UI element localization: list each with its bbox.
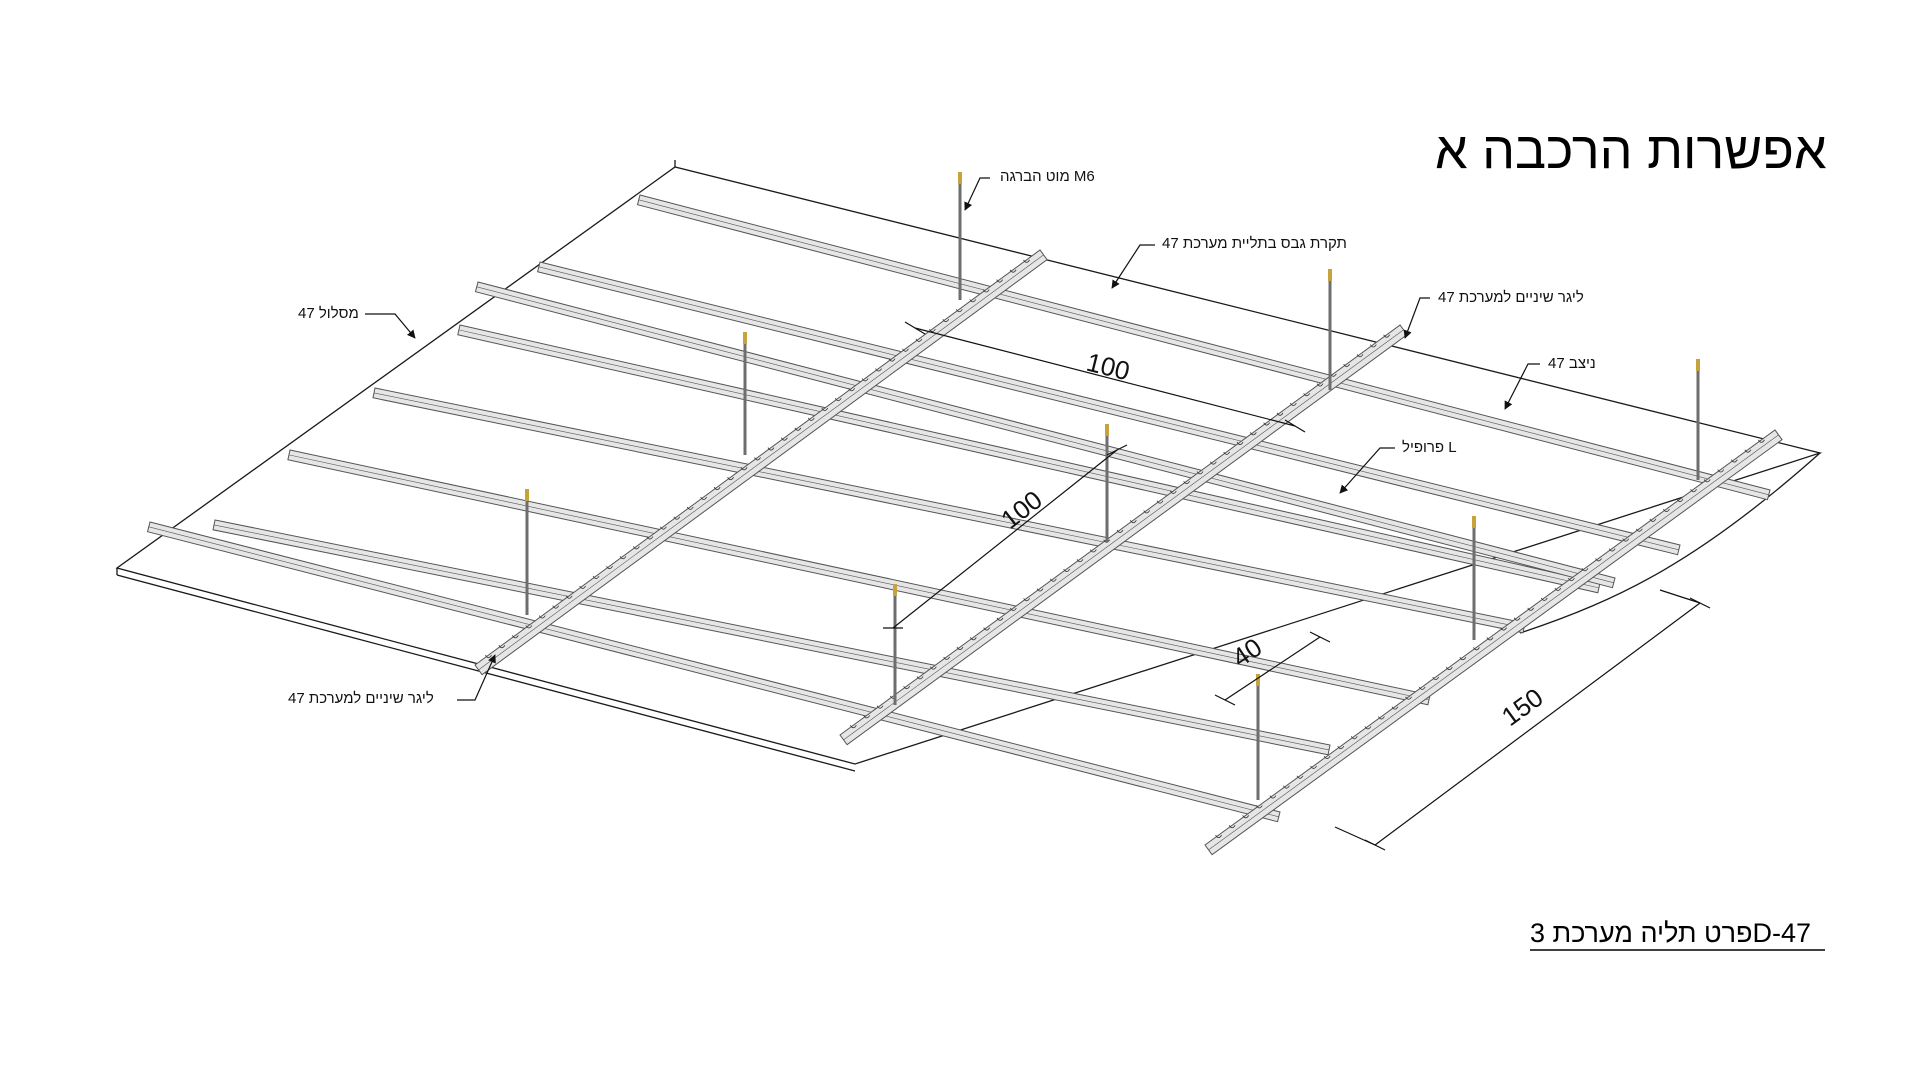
dim-line-top: [914, 327, 1296, 427]
dim-rod-spacing-top: 100: [1084, 347, 1133, 387]
dim-line-mid: [892, 449, 1118, 629]
callout-rod: מוט הברגה M6: [1000, 168, 1095, 185]
drawing-title: אפשרות הרכבה א: [1435, 122, 1827, 180]
callout-ceiling: תקרת גבס בתליית מערכת 47: [1162, 235, 1347, 252]
threaded-rod-5: [1696, 359, 1700, 480]
leader-track: [365, 313, 416, 339]
leader-l-profile: [1339, 447, 1395, 494]
callout-track: מסלול 47: [298, 305, 359, 322]
carrier-3: [1204, 429, 1783, 856]
dimension-lines: [883, 321, 1711, 851]
drawing-caption: פרט תליה מערכת 3D-47: [1530, 918, 1811, 948]
leader-carrier-top: [1403, 297, 1430, 339]
threaded-rod-8: [1472, 516, 1476, 640]
callout-l-profile: פרופיל L: [1402, 439, 1457, 456]
l-profile-layer: [146, 281, 1616, 823]
leader-lines: [365, 177, 1540, 701]
studs-layer: [212, 194, 1771, 756]
carrier-1: [474, 249, 1048, 676]
callout-carrier-top: ליגר שיניים למערכת 47: [1438, 289, 1584, 306]
threaded-rod-1: [958, 172, 962, 300]
threaded-rod-2: [1328, 269, 1332, 390]
leader-rod: [964, 177, 990, 211]
threaded-rod-6: [525, 489, 529, 615]
threaded-rods-layer: [525, 172, 1700, 800]
callout-stud: ניצב 47: [1548, 355, 1596, 372]
gypsum-board-outline: [115, 160, 1823, 772]
leader-ceiling: [1111, 244, 1155, 289]
dim-carrier-length: 150: [1496, 682, 1549, 732]
dim-line-carrier: [1374, 602, 1701, 846]
carrier-layer: [474, 249, 1783, 856]
threaded-rod-9: [1256, 674, 1260, 800]
threaded-rod-4: [1105, 424, 1109, 542]
leader-stud: [1504, 363, 1540, 410]
callout-carrier-bottom: ליגר שיניים למערכת 47: [288, 690, 434, 707]
threaded-rod-3: [743, 332, 747, 455]
leader-carrier-bottom: [457, 654, 496, 701]
threaded-rod-7: [893, 584, 897, 705]
dim-line-stud: [1224, 636, 1321, 701]
